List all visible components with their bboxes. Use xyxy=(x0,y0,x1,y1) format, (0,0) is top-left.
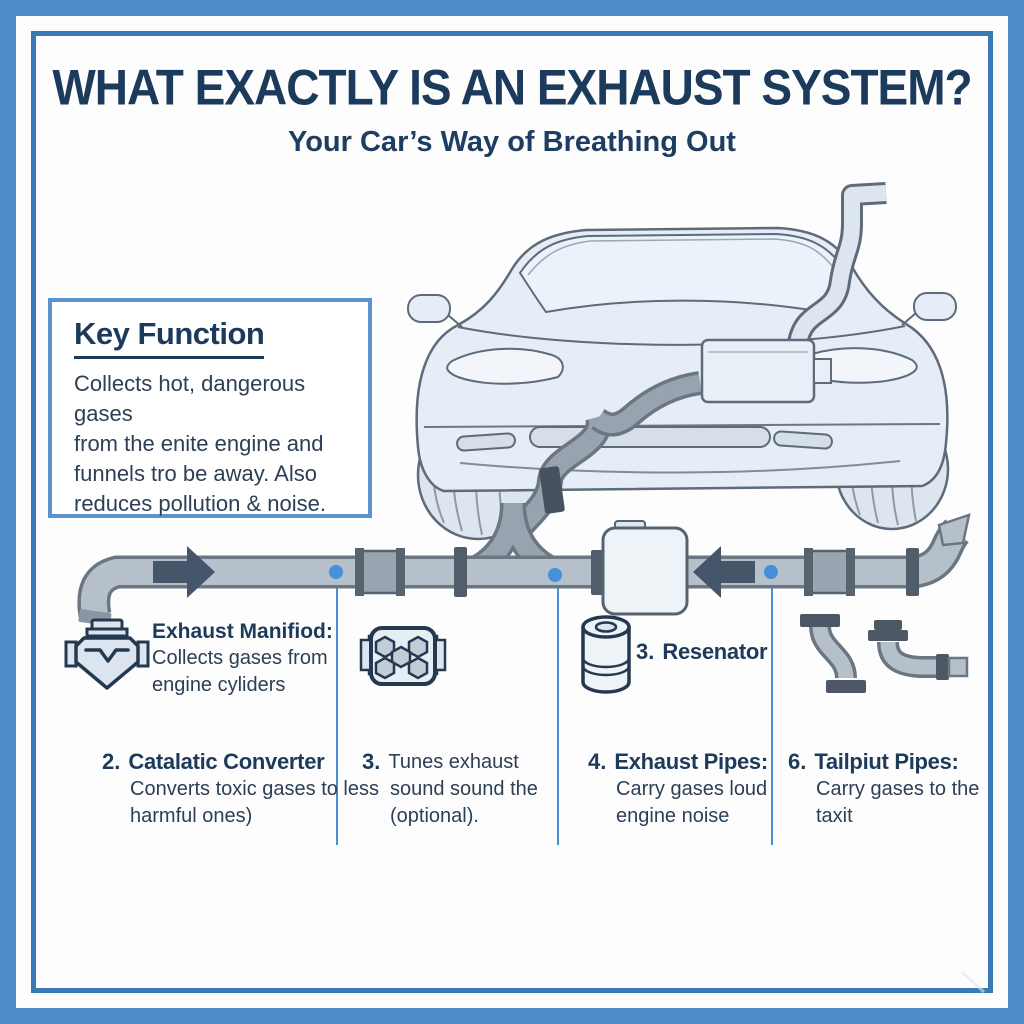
muffler-flange xyxy=(591,550,603,595)
right-mirror xyxy=(901,292,957,326)
legend-resonator: 3. Resenator xyxy=(636,638,768,666)
resonator-number: 3. xyxy=(636,639,655,664)
resonator-canister-icon xyxy=(581,615,631,694)
manifold-line: engine cyliders xyxy=(152,674,286,696)
key-function-line: from the enite engine and xyxy=(74,431,324,456)
main-pipe xyxy=(77,513,971,626)
flow-arrow-right-icon xyxy=(153,546,215,598)
key-function-line: reduces pollution & noise. xyxy=(74,491,326,516)
car-muffler xyxy=(700,338,832,404)
tailpipe-pipes-icon xyxy=(800,614,969,693)
pipe-band-1 xyxy=(454,547,467,597)
tailpipes-title: Tailpiut Pipes: xyxy=(814,749,959,774)
left-headlight xyxy=(446,347,564,385)
key-function-heading: Key Function xyxy=(74,316,265,359)
exhaust-pipes-number: 4. xyxy=(588,749,607,774)
tailpipe-tip xyxy=(937,513,971,547)
pipe-clamp-1 xyxy=(355,548,405,596)
catalytic-line: harmful ones) xyxy=(130,805,253,827)
muffler-note-number: 3. xyxy=(362,749,381,774)
exhaust-pipes-title: Exhaust Pipes: xyxy=(614,749,768,774)
connector-dot-2 xyxy=(548,568,562,582)
left-mirror xyxy=(407,294,463,328)
muffler-note-line: sound sound the xyxy=(390,778,538,800)
connector-dot-3 xyxy=(764,565,778,579)
legend-manifold: Exhaust Manifiod: Collects gases from en… xyxy=(152,618,352,699)
catalytic-converter-icon xyxy=(359,626,447,686)
legend-muffler-note: 3. Tunes exhaust sound sound the (option… xyxy=(362,748,538,830)
key-function-box: Key Function Collects hot, dangerous gas… xyxy=(48,298,372,518)
page-title: WHAT EXACTLY IS AN EXHAUST SYSTEM? xyxy=(52,58,972,116)
right-grille-slot xyxy=(773,430,833,450)
manifold-title: Exhaust Manifiod: xyxy=(152,620,333,643)
tailpipes-line: taxit xyxy=(816,805,853,827)
manifold-line: Collects gases from xyxy=(152,647,328,669)
left-grille-slot xyxy=(456,432,516,452)
catalytic-line: Converts toxic gases to less xyxy=(130,778,379,800)
upper-exhaust-pipe xyxy=(787,182,887,346)
key-function-line: Collects hot, dangerous gases xyxy=(74,371,306,426)
legend-exhaust-pipes: 4. Exhaust Pipes: Carry gases loud engin… xyxy=(588,748,768,830)
bumper-lower-line xyxy=(459,460,901,474)
muffler-note-line: Tunes exhaust xyxy=(388,751,519,773)
page-subtitle: Your Car’s Way of Breathing Out xyxy=(288,126,736,158)
catalytic-title: Catalatic Converter xyxy=(128,749,325,774)
watermark-marks xyxy=(908,956,986,994)
key-function-line: funnels tro be away. Also xyxy=(74,461,317,486)
flow-arrow-left-icon xyxy=(693,546,755,598)
engine-manifold-icon xyxy=(64,618,150,690)
car-front-illustration xyxy=(407,182,957,545)
hood-crease xyxy=(457,325,906,346)
roof-line xyxy=(527,238,837,276)
pipe-clamp-2 xyxy=(804,548,855,596)
tailpipes-number: 6. xyxy=(788,749,807,774)
legend-tailpipes: 6. Tailpiut Pipes: Carry gases to the ta… xyxy=(788,748,979,830)
connector-dot-1 xyxy=(329,565,343,579)
tailpipes-line: Carry gases to the xyxy=(816,778,980,800)
connector-line-3 xyxy=(771,575,773,845)
down-pipe-clamp xyxy=(539,466,565,514)
connector-line-2 xyxy=(557,580,559,845)
exhaust-pipes-line: engine noise xyxy=(616,805,730,827)
resonator-title: Resenator xyxy=(662,639,768,664)
exhaust-pipes-line: Carry gases loud xyxy=(616,778,768,800)
muffler-note-line: (optional). xyxy=(390,805,479,827)
bumper-line xyxy=(423,423,941,428)
exhaust-pipe-diagram xyxy=(77,502,971,626)
connector-line-1 xyxy=(336,575,338,845)
legend-catalytic: 2. Catalatic Converter Converts toxic ga… xyxy=(102,748,379,830)
catalytic-number: 2. xyxy=(102,749,121,774)
muffler-box xyxy=(601,520,689,616)
pipe-band-2 xyxy=(906,548,919,596)
